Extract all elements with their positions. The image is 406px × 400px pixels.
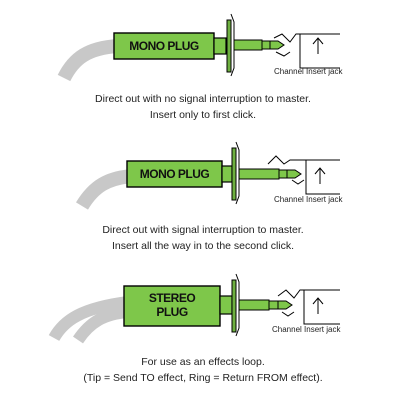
plug-label: MONO PLUG	[139, 167, 210, 181]
tip-spring-contact	[277, 289, 340, 299]
plug-sleeve	[238, 168, 280, 180]
panel	[226, 19, 232, 73]
caption-line: Direct out with no signal interruption t…	[95, 93, 311, 105]
caption-mono-first-click: Direct out with no signal interruption t…	[0, 91, 406, 123]
plug-ring	[278, 169, 288, 179]
panel	[231, 279, 237, 333]
cable-a	[48, 296, 129, 342]
caption-line: Insert all the way in to the second clic…	[111, 240, 295, 252]
plug-label-line: STEREO	[148, 291, 196, 305]
diagram-stereo-effects-loop: STEREO PLUG Channel Insert jack	[0, 268, 406, 348]
jack-frame	[305, 160, 340, 195]
plug-sleeve	[238, 299, 270, 311]
caption-line: (Tip = Send TO effect, Ring = Return FRO…	[83, 372, 323, 384]
arrow-up	[312, 297, 324, 314]
plug-label: STEREO PLUG	[124, 291, 220, 319]
diagram-mono-second-click: MONO PLUG Channel Insert jack	[0, 134, 406, 214]
plug-label: MONO PLUG	[129, 39, 199, 53]
plug-body	[126, 160, 223, 188]
plug-tip	[286, 169, 302, 179]
ring-contact	[291, 179, 305, 185]
jack-label: Channel Insert jack	[274, 67, 343, 76]
tip-spring-contact	[273, 33, 340, 43]
arrow-up	[314, 167, 326, 184]
caption-stereo-effects-loop: For use as an effects loop. (Tip = Send …	[0, 354, 406, 386]
ring-contact	[275, 51, 291, 57]
caption-line: Direct out with signal interruption to m…	[102, 224, 304, 236]
tip-spring-contact	[267, 155, 340, 165]
jack-frame	[299, 34, 340, 69]
caption-mono-second-click: Direct out with signal interruption to m…	[0, 222, 406, 254]
caption-line: Insert only to first click.	[149, 109, 257, 121]
plug-label-line: PLUG	[156, 305, 188, 319]
cable-b	[73, 306, 129, 344]
panel	[231, 147, 237, 201]
plug-body	[123, 285, 221, 327]
plug-collar	[213, 37, 227, 55]
arrow-up	[312, 37, 324, 54]
jack-frame	[303, 290, 340, 325]
plug-collar	[219, 295, 233, 315]
cable	[57, 39, 119, 82]
stereo-plug-illustration	[48, 273, 340, 344]
plug-tip	[269, 40, 285, 50]
diagram-mono-first-click: MONO PLUG Channel Insert jack	[0, 10, 406, 90]
jack-label: Channel Insert jack	[274, 195, 343, 204]
plug-collar	[221, 165, 233, 183]
ring-contact	[281, 311, 295, 317]
plug-ring	[261, 40, 271, 50]
plug-tip	[277, 300, 293, 310]
caption-line: For use as an effects loop.	[141, 356, 265, 368]
mono-plug-second-click-illustration	[75, 141, 340, 210]
cable	[75, 169, 133, 210]
jack-label: Channel Insert jack	[272, 325, 341, 334]
plug-ring	[268, 300, 279, 310]
plug-sleeve	[233, 39, 263, 51]
mono-plug-first-click-illustration	[57, 13, 340, 82]
